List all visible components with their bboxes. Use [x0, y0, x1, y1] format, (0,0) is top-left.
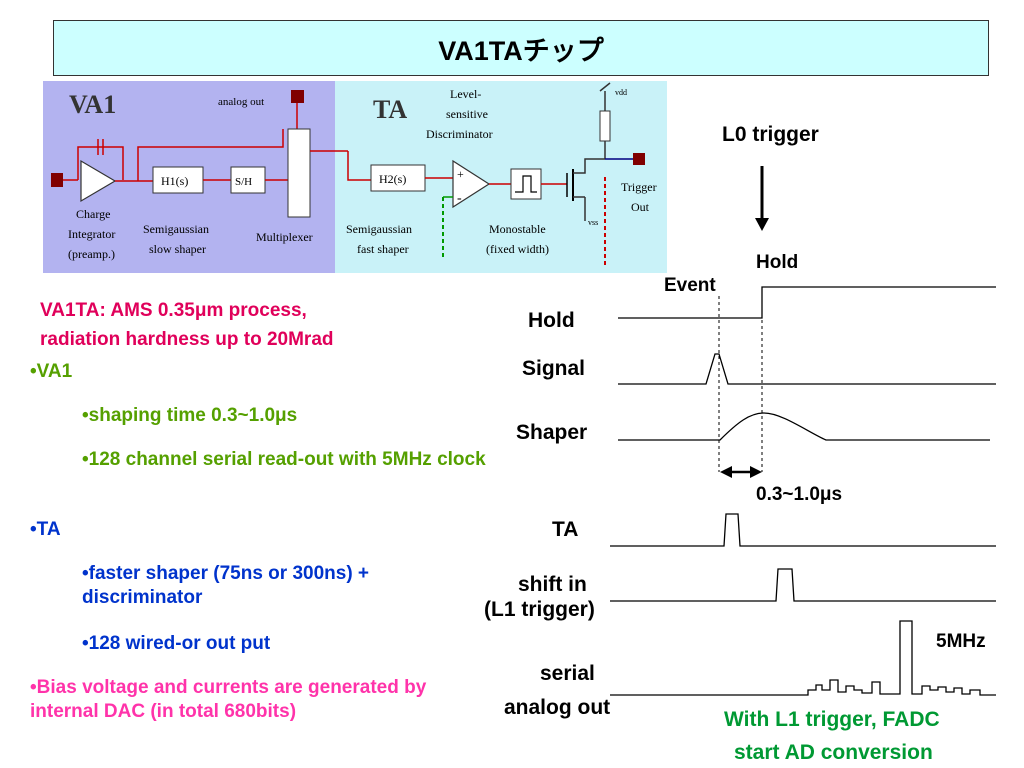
trigger-out-line2: Out — [631, 200, 650, 214]
clock-label: 5MHz — [936, 631, 986, 652]
multiplexer-label: Multiplexer — [256, 230, 313, 244]
vdd-label: vdd — [615, 88, 627, 97]
shaper-label: Shaper — [516, 421, 587, 444]
multiplexer-block — [287, 128, 311, 218]
bullet-bias: •Bias voltage and currents are generated… — [30, 677, 427, 722]
event-label: Event — [664, 275, 716, 296]
charge-integrator-line2: Integrator — [68, 227, 115, 241]
charge-integrator-line1: Charge — [76, 207, 110, 221]
bullet-va1: •VA1 — [30, 361, 73, 382]
hold-label: Hold — [528, 309, 575, 332]
fadc-note-line1: With L1 trigger, FADC — [724, 708, 940, 731]
analog-out-waveform-label: analog out — [504, 696, 610, 719]
level-sensitive-line3: Discriminator — [426, 127, 493, 141]
interval-label: 0.3~1.0μs — [756, 484, 842, 505]
level-sensitive-line1: Level- — [450, 87, 481, 101]
process-spec-line2: radiation hardness up to 20Mrad — [40, 329, 334, 350]
ta-label: TA — [373, 95, 407, 124]
sh-label: S/H — [235, 176, 252, 188]
ta-waveform-label: TA — [552, 518, 578, 541]
h1-label: H1(s) — [161, 174, 188, 188]
bullet-ta-shaper: •faster shaper (75ns or 300ns) + discrim… — [82, 563, 370, 608]
monostable-line2: (fixed width) — [486, 242, 549, 256]
input-pad — [51, 173, 63, 187]
process-spec-line1: VA1TA: AMS 0.35μm process, — [40, 300, 307, 321]
l1-trigger-label: (L1 trigger) — [484, 598, 595, 621]
bullet-ta-wired: •128 wired-or out put — [82, 633, 271, 654]
hold-waveform — [618, 286, 996, 319]
serial-analog-out-waveform — [610, 620, 996, 696]
l0-trigger-label: L0 trigger — [722, 123, 819, 146]
vss-label: vss — [588, 218, 598, 227]
semi-slow-line2: slow shaper — [149, 242, 206, 256]
semi-fast-line2: fast shaper — [357, 242, 409, 256]
h1-block — [152, 166, 204, 194]
fadc-note-line2: start AD conversion — [734, 741, 933, 764]
ta-waveform — [610, 513, 996, 547]
shaper-waveform — [618, 412, 990, 441]
bullet-va1-shaping: •shaping time 0.3~1.0μs — [82, 405, 298, 426]
signal-waveform — [618, 353, 996, 385]
signal-label: Signal — [522, 357, 585, 380]
process-spec: VA1TA: AMS 0.35μm process, radiation har… — [40, 296, 334, 354]
monostable-line1: Monostable — [489, 222, 546, 236]
trigger-out-line1: Trigger — [621, 180, 657, 194]
semi-fast-line1: Semigaussian — [346, 222, 412, 236]
bullet-ta: •TA — [30, 519, 61, 540]
level-sensitive-line2: sensitive — [446, 107, 488, 121]
shift-in-waveform — [610, 568, 996, 602]
circuit-schematic: VA1 TA analog out H1(s) S/H H2(s) + - vs… — [43, 81, 667, 273]
svg-text:+: + — [457, 167, 464, 181]
h2-label: H2(s) — [379, 172, 406, 186]
shift-in-label: shift in — [518, 573, 587, 596]
analog-out-pad — [291, 90, 304, 103]
semi-slow-line1: Semigaussian — [143, 222, 209, 236]
h2-block — [370, 164, 426, 192]
charge-integrator-line3: (preamp.) — [68, 247, 115, 261]
bullet-va1-channels: •128 channel serial read-out with 5MHz c… — [82, 449, 486, 470]
page-title: VA1TAチップ — [53, 20, 989, 76]
serial-label: serial — [540, 662, 595, 685]
charge-integrator-amp — [80, 159, 117, 203]
discriminator-comparator — [452, 159, 491, 209]
va1-label: VA1 — [69, 90, 116, 119]
trigger-out-pad — [633, 153, 645, 165]
hold-top-label: Hold — [756, 252, 798, 273]
analog-out-label: analog out — [218, 96, 264, 108]
timing-diagram: L0 trigger Hold Event Hold Signal Shaper… — [484, 123, 996, 764]
svg-text:-: - — [457, 191, 462, 206]
